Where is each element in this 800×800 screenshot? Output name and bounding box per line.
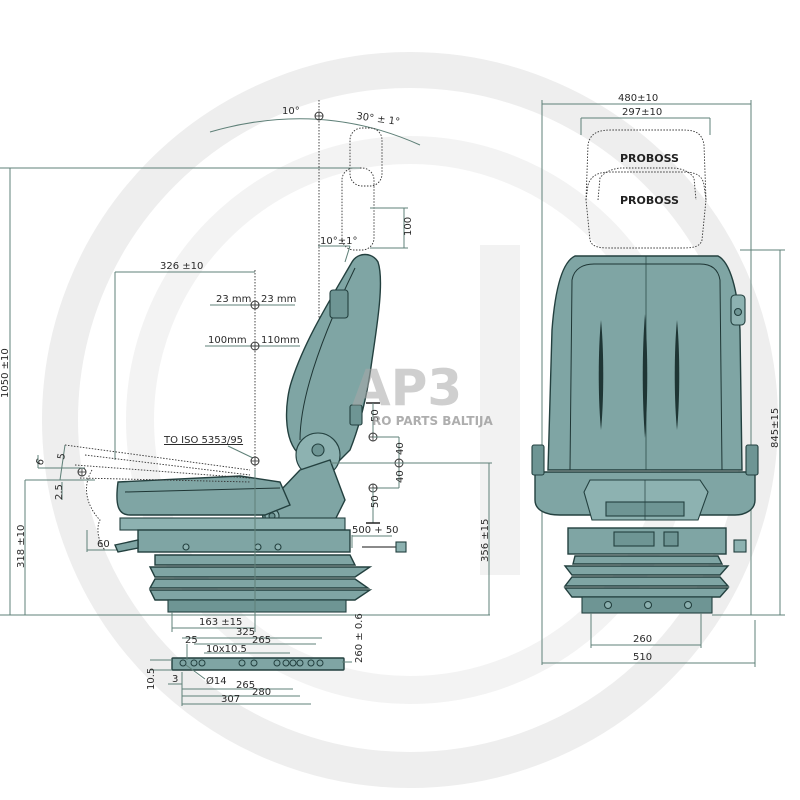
headrest-height-label: 100: [403, 217, 414, 236]
front-offset-label: 60: [97, 539, 110, 550]
watermark-ring: [42, 52, 778, 788]
rail-slot-label: 10x10.5: [206, 644, 247, 655]
side-suspension-top: [137, 529, 351, 553]
height-adj-40-top-label: 40: [395, 442, 406, 455]
lumbar-mid-right-label: 110mm: [261, 335, 300, 346]
cable-length-label: 500 + 50: [352, 525, 399, 536]
rail-width-label: 260 ± 0.6: [354, 613, 365, 663]
height-adj-40-bottom-label: 40: [395, 470, 406, 483]
overall-width-label: 510: [633, 652, 652, 663]
height-adj-50-top-label: 50: [370, 409, 381, 422]
rail-length-325-label: 325: [236, 627, 255, 638]
lumbar-top-right-label: 23 mm: [261, 294, 296, 305]
connector-plug-icon: [395, 541, 407, 553]
side-seat-cushion: [116, 475, 291, 516]
height-adj-50-bottom-label: 50: [370, 495, 381, 508]
rail-hole-diameter-label: Ø14: [206, 675, 227, 687]
headrest-brand-bottom: PROBOSS: [620, 194, 679, 207]
rail-length-265-bottom-label: 265: [236, 680, 255, 691]
rail-plate: [171, 657, 345, 671]
side-view: 10° 30° ± 1° 100 10°±1° 1050 ±10 326 ±10…: [0, 100, 492, 632]
seat-depth-label: 326 ±10: [160, 261, 203, 272]
watermark-logo-text: AP3: [352, 359, 462, 417]
suspension-height-label: 356 ±15: [480, 519, 491, 562]
cushion-tilt-25-label: 2.5: [54, 484, 65, 500]
seat-height-front-label: 318 ±10: [16, 525, 27, 568]
rail-length-307-label: 307: [221, 694, 240, 705]
rail-edge-3-label: 3: [172, 674, 178, 685]
watermark-logo: AP3 RO PARTS BALTIJA: [352, 359, 494, 428]
iso-standard-label: TO ISO 5353/95: [163, 435, 243, 446]
rail-length-280-label: 280: [252, 687, 271, 698]
headrest-lowered-outline: [585, 171, 707, 249]
backrest-height-label: 845±15: [770, 408, 781, 448]
rail-offset-25-label: 25: [185, 635, 198, 646]
front-bellows: [563, 555, 730, 614]
front-view: 480±10 297±10 PROBOSS PROBOSS: [531, 93, 785, 667]
rail-length-265-top-label: 265: [252, 635, 271, 646]
rail-thickness-label: 10.5: [146, 668, 157, 690]
backrest-tilt-label: 10°±1°: [320, 236, 357, 247]
base-mount-width-label: 260: [633, 634, 652, 645]
headrest-inner-width-label: 297±10: [622, 107, 662, 118]
headrest-outer-width-label: 480±10: [618, 93, 658, 104]
lumbar-mid-left-label: 100mm: [208, 335, 247, 346]
side-bellows: [148, 554, 373, 613]
rail-plate-detail: 325 25 265 10x10.5 10.5 3 Ø14 265 280 30…: [146, 613, 365, 706]
cushion-tilt-5-label: 5: [56, 452, 68, 460]
headrest-brand-top: PROBOSS: [620, 152, 679, 165]
backrest-rib-right: [674, 320, 680, 430]
lumbar-top-left-label: 23 mm: [216, 294, 251, 305]
watermark-subtitle: RO PARTS BALTIJA: [372, 414, 494, 428]
base-offset-label: 163 ±15: [199, 617, 242, 628]
cushion-tilt-6-label: 6: [34, 457, 47, 467]
headrest-angle-left: 10°: [282, 106, 300, 117]
backrest-rib-center: [642, 314, 648, 438]
backrest-rib-left: [598, 320, 604, 430]
overall-height-label: 1050 ±10: [0, 348, 11, 398]
